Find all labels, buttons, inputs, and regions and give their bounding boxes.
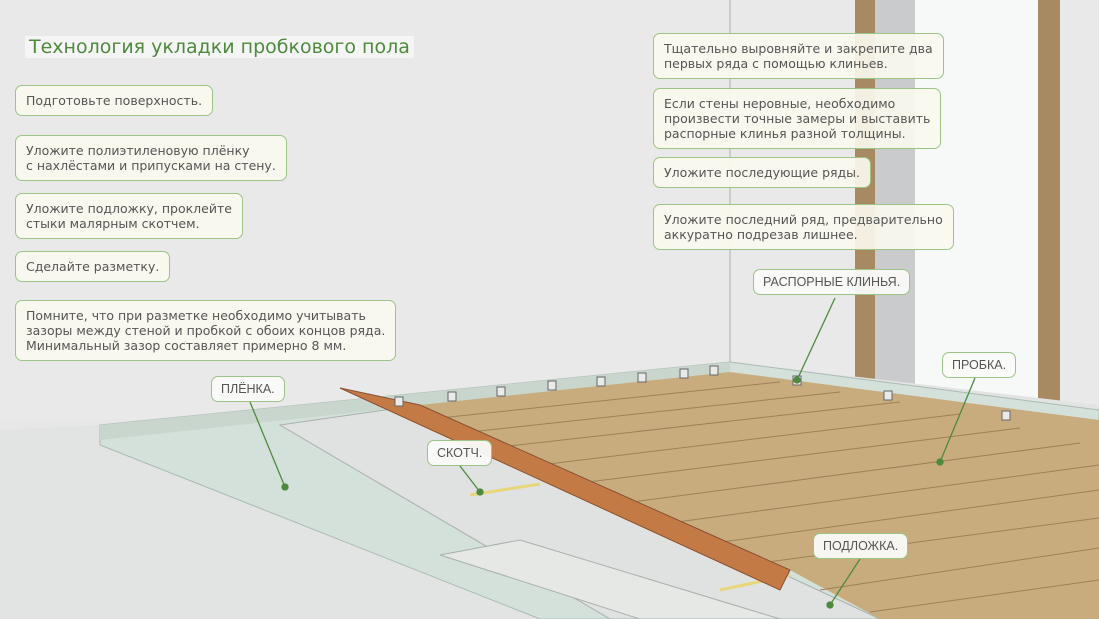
step-gap-note: Помните, что при разметке необходимо учи…	[15, 300, 397, 361]
step-align-first-rows: Тщательно выровняйте и закрепите два пер…	[653, 33, 944, 79]
label-underlay: ПОДЛОЖКА.	[813, 533, 909, 559]
cork-plank-lines	[439, 381, 1099, 613]
underlay-strip	[339, 387, 791, 591]
label-tape: СКОТЧ.	[427, 440, 493, 466]
leader-lines	[249, 297, 976, 609]
step-uneven-walls: Если стены неровные, необходимо произвес…	[653, 88, 942, 149]
step-marking: Сделайте разметку.	[15, 251, 171, 282]
label-film: ПЛЁНКА.	[211, 376, 285, 402]
step-last-row: Уложите последний ряд, предварительно ак…	[653, 204, 954, 250]
page-title: Технология укладки пробкового пола	[25, 36, 414, 58]
label-cork: ПРОБКА.	[942, 352, 1017, 378]
label-wedges: РАСПОРНЫЕ КЛИНЬЯ.	[753, 269, 911, 295]
underlay-sheet	[439, 539, 781, 619]
cork-floor	[420, 372, 1099, 619]
step-lay-underlay: Уложите подложку, проклейте стыки малярн…	[15, 193, 243, 239]
step-lay-film: Уложите полиэтиленовую плёнку с нахлёста…	[15, 135, 287, 181]
step-next-rows: Уложите последующие ряды.	[653, 157, 872, 188]
spacer-wedges	[394, 365, 1011, 421]
step-prepare-surface: Подготовьте поверхность.	[15, 85, 214, 116]
